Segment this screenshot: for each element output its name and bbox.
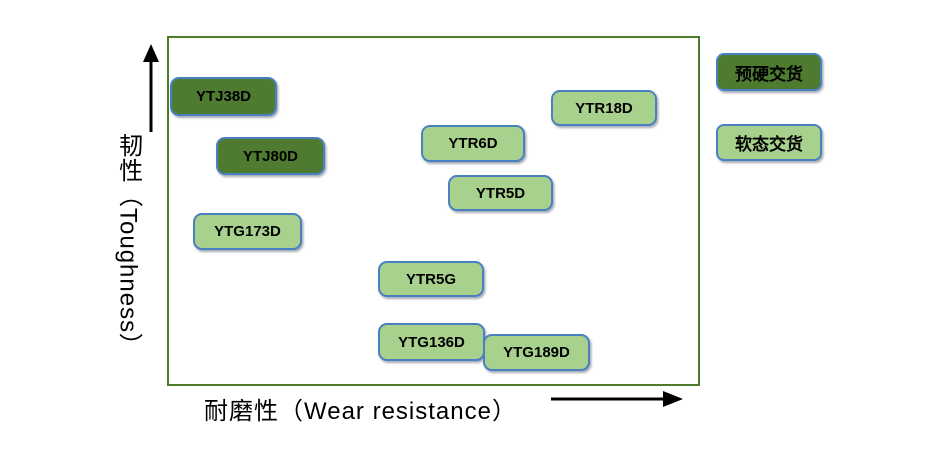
- grade-box-ytr5g: YTR5G: [378, 261, 484, 297]
- x-axis-arrow-icon: [551, 391, 683, 407]
- grade-box-ytr18d: YTR18D: [551, 90, 657, 126]
- grade-box-ytg136d: YTG136D: [378, 323, 485, 361]
- y-axis-arrow-icon: [143, 44, 159, 132]
- x-axis-label: 耐磨性（Wear resistance）: [204, 398, 517, 425]
- grade-box-ytj38d: YTJ38D: [170, 77, 277, 116]
- y-axis-label: 韧性（Toughness）: [114, 133, 142, 359]
- legend-item-prehardened: 预硬交货: [716, 53, 822, 91]
- grade-box-ytg173d: YTG173D: [193, 213, 302, 250]
- grade-box-ytr5d: YTR5D: [448, 175, 553, 211]
- grade-box-ytg189d: YTG189D: [483, 334, 590, 371]
- grade-box-ytr6d: YTR6D: [421, 125, 525, 162]
- legend-item-soft: 软态交货: [716, 124, 822, 161]
- grade-box-ytj80d: YTJ80D: [216, 137, 325, 175]
